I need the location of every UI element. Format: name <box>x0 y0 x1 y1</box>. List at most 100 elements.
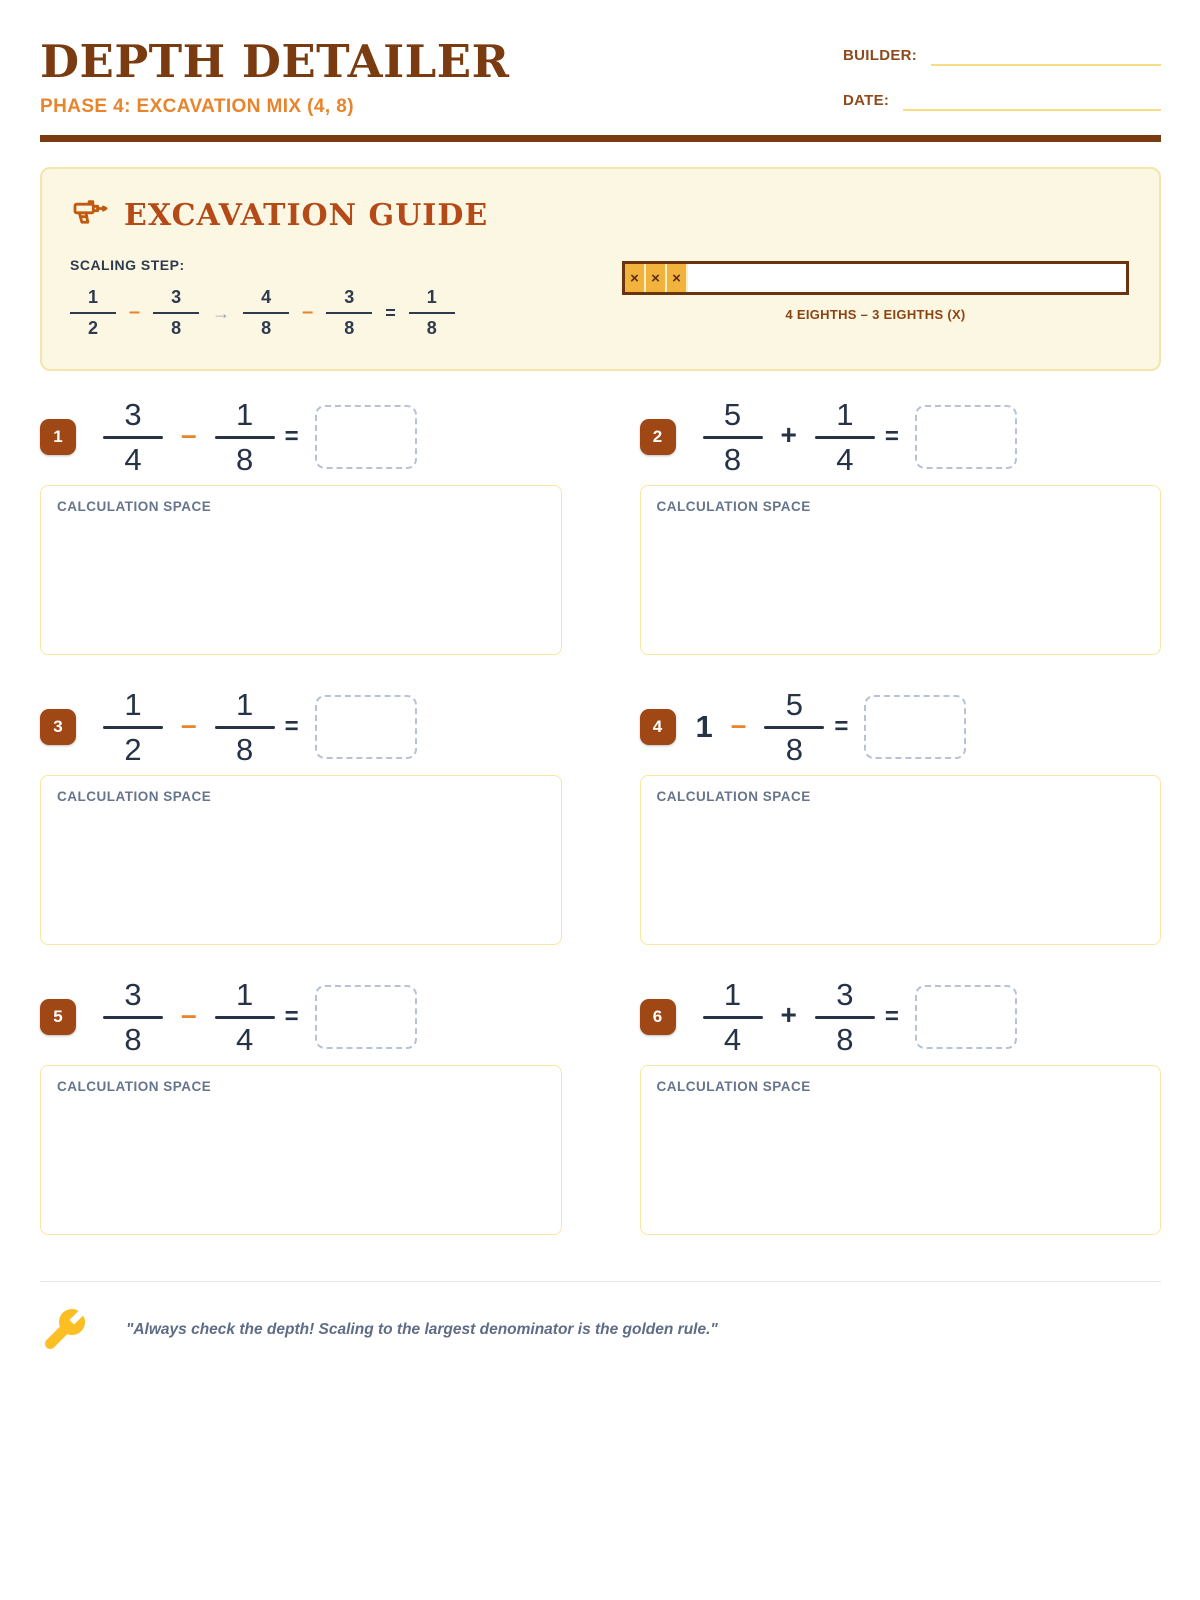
arrow-icon: → <box>212 302 231 323</box>
equals-sign: = <box>884 1003 899 1031</box>
denominator: 8 <box>426 318 437 339</box>
denominator: 8 <box>235 441 254 477</box>
calculation-space-label: CALCULATION SPACE <box>57 499 212 515</box>
fraction: 3 4 <box>103 397 163 478</box>
calculation-space[interactable]: CALCULATION SPACE <box>639 1065 1161 1236</box>
problem-number-badge: 3 <box>40 709 76 746</box>
header-left: DEPTH DETAILER PHASE 4: EXCAVATION MIX (… <box>40 38 509 118</box>
fraction-bar <box>702 1015 763 1019</box>
denominator: 8 <box>344 318 355 339</box>
answer-box[interactable] <box>314 405 417 470</box>
numerator: 1 <box>87 287 98 308</box>
fraction-bar <box>103 1015 163 1019</box>
equals-sign: = <box>284 713 299 741</box>
equals-sign: = <box>385 302 396 323</box>
numerator: 3 <box>171 287 182 308</box>
calculation-space[interactable]: CALCULATION SPACE <box>40 485 562 656</box>
fraction-bar <box>702 435 763 439</box>
plus-sign: + <box>780 999 797 1031</box>
fraction: 1 8 <box>214 397 275 478</box>
numerator: 3 <box>124 976 142 1012</box>
header: DEPTH DETAILER PHASE 4: EXCAVATION MIX (… <box>40 38 1161 118</box>
equation-row: 6 1 4 + 3 8 = <box>639 975 1162 1059</box>
problem-number-badge: 4 <box>639 709 676 746</box>
fraction-bar <box>153 312 200 315</box>
calculation-space-label: CALCULATION SPACE <box>656 499 811 515</box>
problem-number-badge: 5 <box>40 999 76 1036</box>
problem-number-badge: 1 <box>40 419 76 456</box>
fraction: 1 4 <box>214 976 275 1058</box>
equation-row: 3 1 2 – 1 8 = <box>40 685 562 769</box>
fraction: 5 8 <box>702 397 763 478</box>
fraction-bar <box>70 312 116 315</box>
scaling-equation: 1 2 – 3 8 → 4 8 <box>70 287 455 339</box>
answer-box[interactable] <box>314 695 417 760</box>
guide-body: SCALING STEP: 1 2 – 3 8 → 4 <box>70 257 1129 339</box>
numerator: 3 <box>836 976 854 1012</box>
calculation-space[interactable]: CALCULATION SPACE <box>639 485 1161 656</box>
calculation-space[interactable]: CALCULATION SPACE <box>40 1065 562 1236</box>
problems-grid: 1 3 4 – 1 8 = CALCULATION SPACE <box>40 395 1162 1236</box>
fraction: 3 8 <box>103 977 163 1058</box>
equation-row: 4 1 – 5 8 = <box>639 685 1162 769</box>
denominator: 2 <box>87 318 98 339</box>
header-divider <box>40 135 1161 143</box>
fraction: 3 8 <box>814 976 875 1058</box>
problem-6: 6 1 4 + 3 8 = CALCULATION SPACE <box>639 975 1162 1236</box>
problem-3: 3 1 2 – 1 8 = CALCULATION SPACE <box>40 685 562 946</box>
minus-sign: – <box>730 709 747 741</box>
calculation-space-label: CALCULATION SPACE <box>656 1079 811 1095</box>
calculation-space-label: CALCULATION SPACE <box>57 1079 212 1095</box>
scaling-step: SCALING STEP: 1 2 – 3 8 → 4 <box>70 257 455 339</box>
footer-divider <box>40 1281 1161 1283</box>
numerator: 5 <box>785 686 803 722</box>
numerator: 1 <box>235 976 254 1012</box>
answer-box[interactable] <box>914 985 1017 1050</box>
footer: "Always check the depth! Scaling to the … <box>40 1306 1161 1354</box>
minus-sign: – <box>181 709 197 741</box>
fraction-bar <box>814 1015 875 1019</box>
denominator: 8 <box>785 731 803 767</box>
problem-1: 1 3 4 – 1 8 = CALCULATION SPACE <box>40 395 562 656</box>
fraction-bar <box>408 312 455 315</box>
bar-model-block: × × × 4 EIGHTHS – 3 EIGHTHS (X) <box>622 257 1129 322</box>
calculation-space[interactable]: CALCULATION SPACE <box>40 775 562 946</box>
date-input-line[interactable] <box>903 91 1161 111</box>
fraction: 3 8 <box>153 287 200 339</box>
builder-field: BUILDER: <box>843 46 1161 66</box>
denominator: 8 <box>124 1021 142 1057</box>
numerator: 1 <box>235 686 254 722</box>
answer-box[interactable] <box>914 405 1017 470</box>
denominator: 8 <box>723 441 742 477</box>
equals-sign: = <box>284 423 299 451</box>
fraction: 5 8 <box>764 686 825 768</box>
denominator: 8 <box>261 318 272 339</box>
answer-box[interactable] <box>314 985 417 1050</box>
crossed-cell: × <box>625 264 646 293</box>
calculation-space[interactable]: CALCULATION SPACE <box>639 775 1161 946</box>
equals-sign: = <box>884 423 899 451</box>
denominator: 4 <box>836 441 854 477</box>
numerator: 3 <box>124 396 142 432</box>
answer-box[interactable] <box>864 695 967 760</box>
crossed-cell: × <box>667 264 688 293</box>
header-fields: BUILDER: DATE: <box>843 46 1161 111</box>
footer-quote: "Always check the depth! Scaling to the … <box>126 1321 718 1339</box>
fraction: 1 2 <box>70 287 116 339</box>
page-title: DEPTH DETAILER <box>40 35 510 88</box>
calculation-space-label: CALCULATION SPACE <box>656 789 811 805</box>
denominator: 4 <box>723 1021 742 1057</box>
page-subtitle: PHASE 4: EXCAVATION MIX (4, 8) <box>40 96 354 118</box>
date-field: DATE: <box>843 91 1161 111</box>
builder-label: BUILDER: <box>843 47 918 64</box>
denominator: 8 <box>171 318 182 339</box>
builder-input-line[interactable] <box>931 46 1161 66</box>
fraction-bar-model: × × × <box>622 261 1129 296</box>
numerator: 4 <box>261 287 272 308</box>
guide-heading: EXCAVATION GUIDE <box>124 197 489 233</box>
crossed-cell: × <box>646 264 667 293</box>
fraction-bar <box>764 725 825 729</box>
fraction: 1 4 <box>702 977 763 1058</box>
equation-row: 1 3 4 – 1 8 = <box>40 395 562 479</box>
